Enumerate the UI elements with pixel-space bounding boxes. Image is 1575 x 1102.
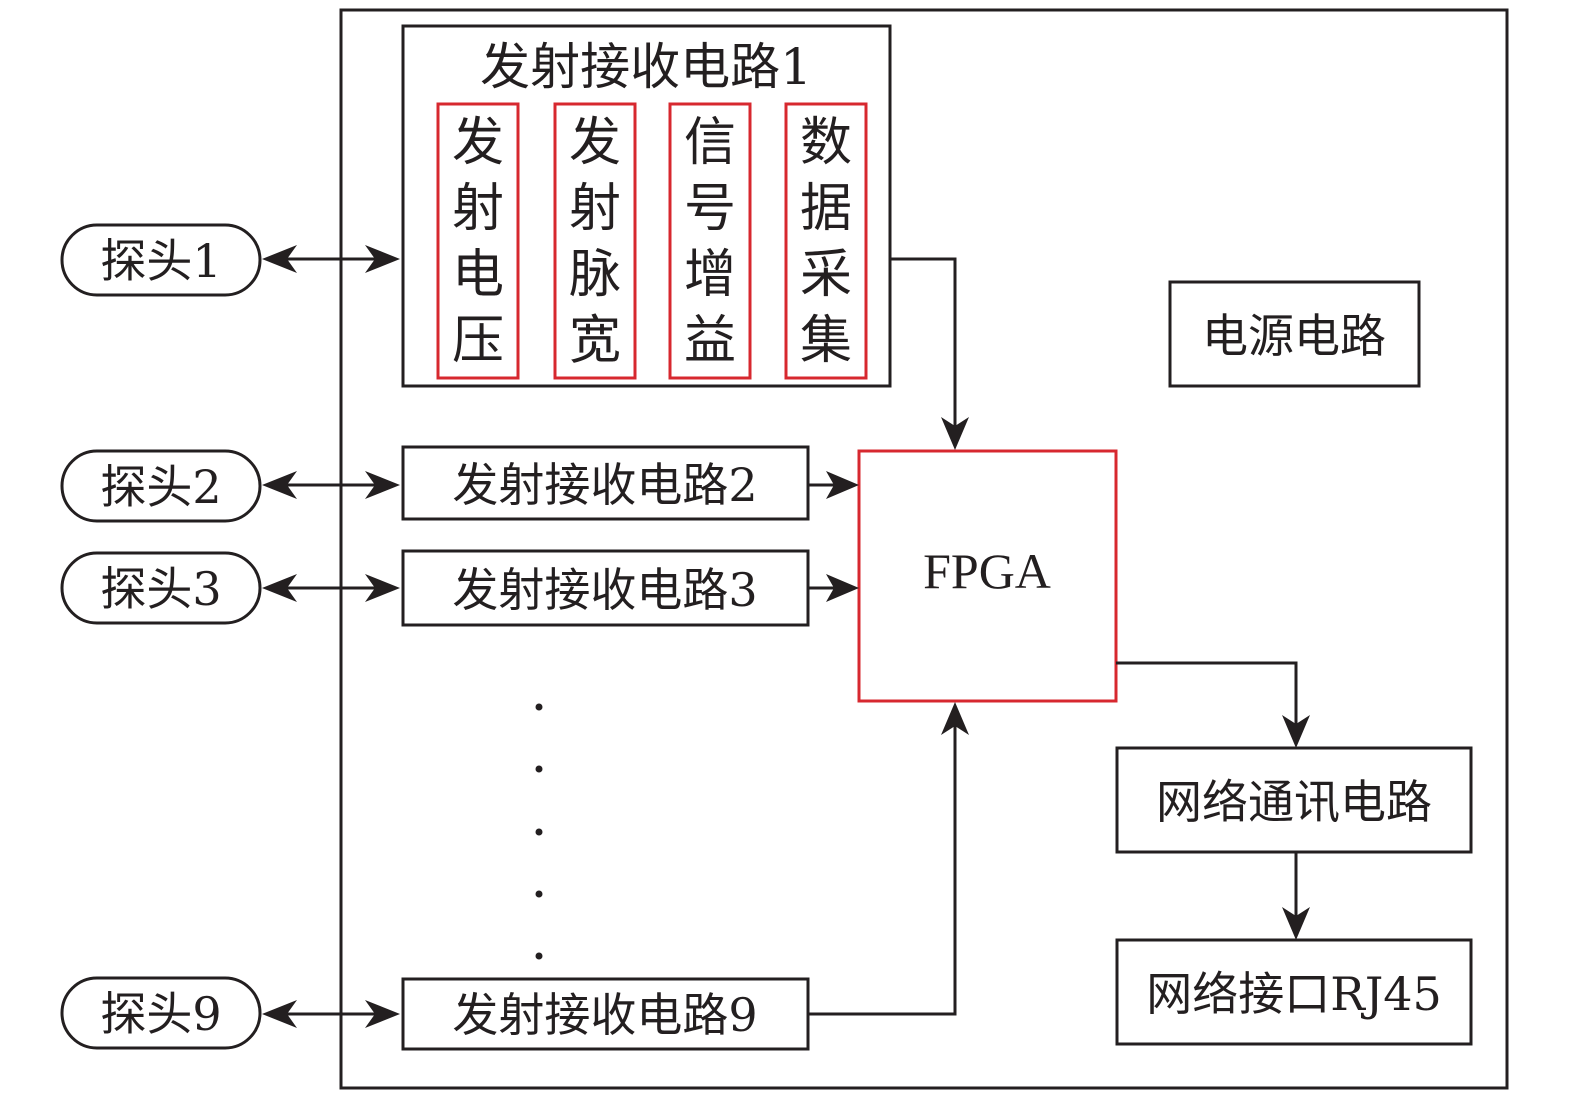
txrx-circuit-2-label: 发射接收电路2 (452, 458, 757, 512)
function-char: 射 (569, 179, 621, 239)
txrx-circuit-1: 发射接收电路1 发 射 电 压 发 射 脉 宽 信 号 增 益 数 据 采 集 (401, 24, 892, 388)
arrowhead-right-icon (826, 471, 859, 499)
arrowhead-left-icon (262, 471, 297, 499)
probe-3-label: 探头3 (100, 562, 221, 616)
network-port-rj45-box (1115, 938, 1473, 1046)
arrowhead-right-icon (365, 471, 400, 499)
function-pulse-width: 发 射 脉 宽 (553, 102, 637, 380)
probe-9-label: 探头9 (100, 987, 221, 1041)
function-char: 采 (800, 245, 852, 305)
probe-3: 探头3 (60, 551, 262, 625)
system-enclosure (339, 8, 1509, 1090)
txrx-circuit-9-box (401, 977, 810, 1051)
arrowhead-down-icon (941, 417, 969, 450)
probe-3-link (262, 574, 400, 602)
function-char: 数 (800, 113, 852, 173)
arrowhead-right-icon (365, 245, 400, 273)
network-port-rj45: 网络接口RJ45 (1115, 938, 1473, 1046)
network-port-rj45-label: 网络接口RJ45 (1146, 967, 1442, 1021)
probe-2-label: 探头2 (100, 460, 221, 514)
txrx-circuit-1-label: 发射接收电路1 (480, 38, 812, 96)
arrowhead-right-icon (826, 574, 859, 602)
arrowhead-up-icon (941, 702, 969, 735)
function-char: 集 (800, 311, 852, 371)
arrowhead-left-icon (262, 574, 297, 602)
txrx1-to-fpga (890, 257, 969, 450)
function-char: 发 (452, 113, 504, 173)
ellipsis-dots (535, 703, 543, 960)
txrx1-to-fpga-line (890, 257, 957, 430)
ellipsis-dot (535, 703, 543, 711)
power-circuit-box (1168, 280, 1421, 388)
txrx-circuit-3: 发射接收电路3 (401, 549, 810, 627)
txrx-circuit-9-label: 发射接收电路9 (452, 988, 757, 1042)
fpga-block: FPGA (857, 449, 1118, 703)
fpga-to-network-comm-line (1116, 661, 1298, 728)
probe-9: 探头9 (60, 976, 262, 1050)
power-circuit: 电源电路 (1168, 280, 1421, 388)
function-transmit-voltage-box (436, 102, 520, 380)
network-comm-circuit-label: 网络通讯电路 (1156, 775, 1432, 829)
probe-1: 探头1 (60, 223, 262, 297)
function-char: 信 (684, 113, 736, 173)
txrx-circuit-3-box (401, 549, 810, 627)
txrx-circuit-9: 发射接收电路9 (401, 977, 810, 1051)
probe-3-shape (60, 551, 262, 625)
function-char: 号 (684, 179, 736, 239)
function-char: 发 (569, 113, 621, 173)
ellipsis-dot (535, 828, 543, 836)
network-comm-circuit-box (1115, 746, 1473, 854)
probe-2: 探头2 (60, 449, 262, 523)
probe-1-label: 探头1 (100, 234, 221, 288)
txrx9-to-fpga (808, 702, 969, 1016)
function-char: 增 (684, 245, 736, 305)
probe-2-shape (60, 449, 262, 523)
txrx2-to-fpga (808, 471, 859, 499)
network-comm-to-rj45 (1282, 852, 1310, 940)
function-pulse-width-box (553, 102, 637, 380)
ellipsis-dot (535, 765, 543, 773)
probe-9-shape (60, 976, 262, 1050)
txrx-circuit-3-label: 发射接收电路3 (452, 563, 757, 617)
arrowhead-right-icon (365, 574, 400, 602)
txrx9-to-fpga-line (808, 722, 957, 1016)
network-comm-circuit: 网络通讯电路 (1115, 746, 1473, 854)
function-char: 脉 (569, 245, 621, 305)
function-char: 射 (452, 179, 504, 239)
probe-1-shape (60, 223, 262, 297)
arrowhead-right-icon (365, 1000, 400, 1028)
function-char: 宽 (569, 311, 621, 371)
function-transmit-voltage: 发 射 电 压 (436, 102, 520, 380)
function-signal-gain-box (668, 102, 752, 380)
function-char: 压 (452, 311, 504, 371)
arrowhead-down-icon (1282, 907, 1310, 940)
function-data-acquisition: 数 据 采 集 (784, 102, 868, 380)
function-signal-gain: 信 号 增 益 (668, 102, 752, 380)
arrowhead-left-icon (262, 1000, 297, 1028)
probe-9-link (262, 1000, 400, 1028)
fpga-to-network-comm (1116, 661, 1310, 748)
function-char: 电 (452, 245, 504, 305)
fpga-label: FPGA (923, 543, 1051, 599)
txrx3-to-fpga (808, 574, 859, 602)
arrowhead-down-icon (1282, 715, 1310, 748)
txrx-circuit-2: 发射接收电路2 (401, 445, 810, 521)
arrowhead-left-icon (262, 245, 297, 273)
function-data-acquisition-box (784, 102, 868, 380)
probe-2-link (262, 471, 400, 499)
power-circuit-label: 电源电路 (1202, 309, 1386, 363)
fpga-box (857, 449, 1118, 703)
ellipsis-dot (535, 890, 543, 898)
txrx-circuit-2-box (401, 445, 810, 521)
function-char: 据 (800, 179, 852, 239)
probe-1-link (262, 245, 400, 273)
ellipsis-dot (535, 952, 543, 960)
function-char: 益 (684, 311, 736, 371)
